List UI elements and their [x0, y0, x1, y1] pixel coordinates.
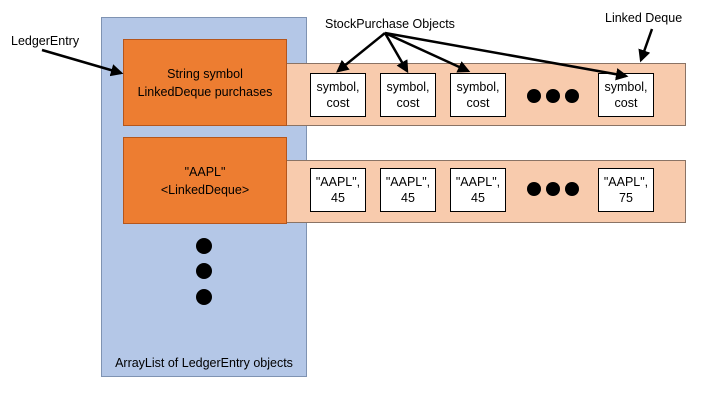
node-line2: 45: [331, 191, 345, 205]
entry-field-symbol: "AAPL": [184, 164, 226, 179]
entry-field-symbol: String symbol: [167, 66, 243, 81]
arrow-stock-purchase-2: [383, 32, 409, 74]
node-line2: cost: [466, 96, 490, 110]
stock-purchase-node: symbol, cost: [380, 73, 436, 117]
stock-purchase-node: "AAPL", 45: [380, 168, 436, 212]
label-linked-deque: Linked Deque: [605, 11, 683, 25]
ledger-entry-generic: String symbol LinkedDeque purchases: [123, 39, 287, 126]
node-line2: cost: [396, 96, 420, 110]
arrow-stock-purchase-3: [384, 31, 471, 73]
stock-purchase-node: symbol, cost: [310, 73, 366, 117]
label-stock-purchase-objects: StockPurchase Objects: [325, 17, 455, 31]
ellipsis-dot: [527, 182, 541, 196]
ellipsis-dot: [527, 89, 541, 103]
entry-field-purchases: LinkedDeque purchases: [137, 84, 273, 99]
node-line1: "AAPL",: [385, 175, 431, 189]
ellipsis-dot: [546, 182, 560, 196]
stock-purchase-node: "AAPL", 45: [450, 168, 506, 212]
arrow-stock-purchase-4: [384, 31, 629, 81]
node-line2: cost: [326, 96, 350, 110]
ellipsis-dot: [196, 238, 212, 254]
node-line1: "AAPL",: [315, 175, 361, 189]
ellipsis-dot: [196, 263, 212, 279]
stock-purchase-node: "AAPL", 45: [310, 168, 366, 212]
ellipsis-dot: [546, 89, 560, 103]
arraylist-caption: ArrayList of LedgerEntry objects: [115, 356, 293, 370]
ledger-entry-aapl: "AAPL" <LinkedDeque>: [123, 137, 287, 224]
node-line2: 45: [401, 191, 415, 205]
node-line1: symbol,: [386, 80, 430, 94]
node-line2: 75: [619, 191, 633, 205]
node-line1: "AAPL",: [603, 175, 649, 189]
node-line2: 45: [471, 191, 485, 205]
stock-purchase-node: "AAPL", 75: [598, 168, 654, 212]
ellipsis-dot: [565, 89, 579, 103]
node-line1: symbol,: [604, 80, 648, 94]
arrow-stock-purchase-1: [336, 32, 386, 73]
stock-purchase-node: symbol, cost: [450, 73, 506, 117]
ellipsis-dot: [196, 289, 212, 305]
node-line1: symbol,: [316, 80, 360, 94]
entry-field-purchases: <LinkedDeque>: [160, 182, 250, 197]
node-line1: symbol,: [456, 80, 500, 94]
node-line1: "AAPL",: [455, 175, 501, 189]
node-line2: cost: [614, 96, 638, 110]
label-ledger-entry: LedgerEntry: [11, 34, 80, 48]
arrow-linked-deque: [638, 28, 654, 63]
arrow-ledger-entry: [41, 48, 124, 77]
ellipsis-dot: [565, 182, 579, 196]
